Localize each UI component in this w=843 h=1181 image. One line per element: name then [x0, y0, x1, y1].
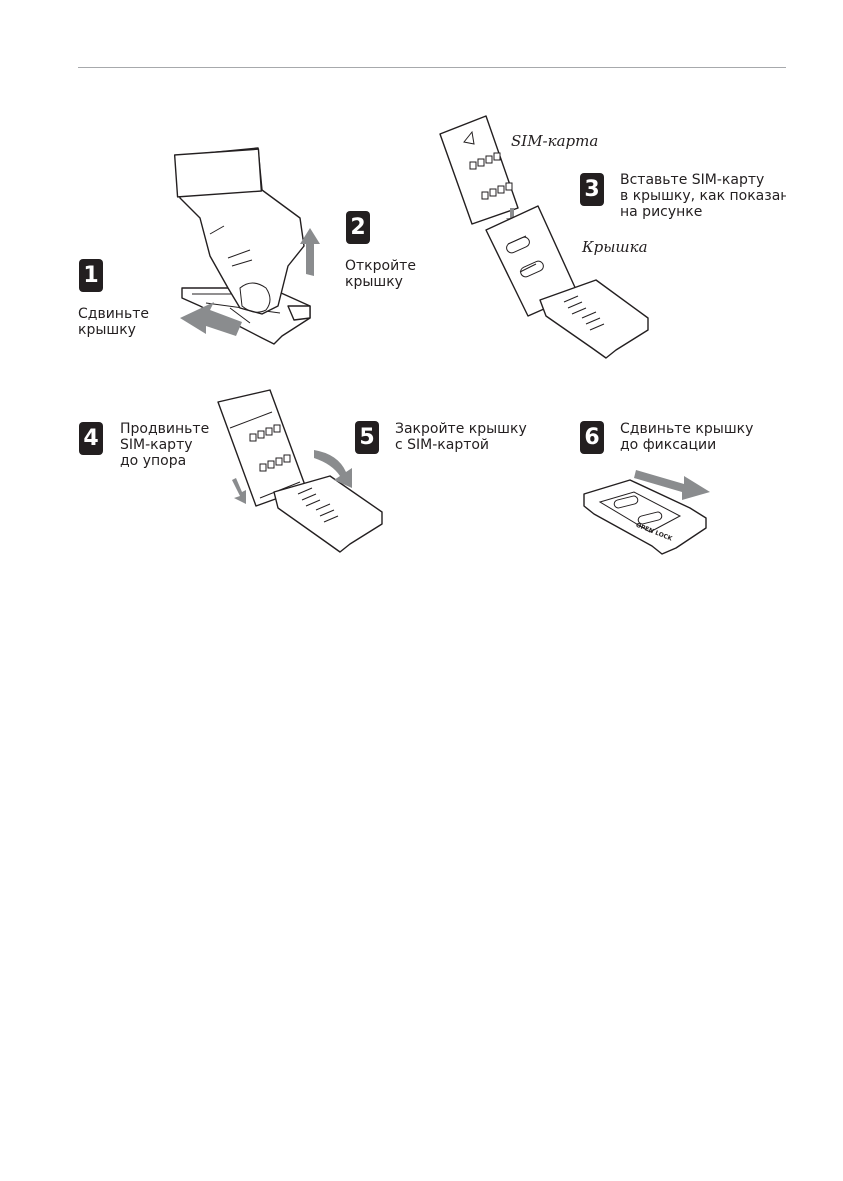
step-6-text: Сдвиньте крышку до фиксации [620, 421, 754, 453]
contact-slots-step4 [297, 487, 339, 523]
step-2-text: Откройте крышку [345, 258, 416, 290]
step-3-text: Вставьте SIM-карту в крышку, как показан… [620, 172, 786, 220]
sim-card-callout: SIM-карта [511, 132, 599, 150]
step-6-illustration: OPEN LOCK [583, 470, 710, 555]
step-3-badge: 3 [580, 173, 604, 206]
step-5-text: Закройте крышку с SIM-картой [395, 421, 527, 453]
step-6-badge: 6 [580, 421, 604, 454]
step-1-illustration [173, 147, 320, 345]
step-5-badge: 5 [355, 421, 379, 454]
slide-arrow [180, 302, 242, 336]
step-3-illustration [439, 115, 649, 359]
step-1-text: Сдвиньте крышку [78, 306, 149, 338]
step-2-badge: 2 [346, 211, 370, 244]
step-4-5-illustration [217, 389, 383, 553]
contact-slots [563, 295, 605, 331]
lift-arrow [300, 228, 320, 276]
step-4-badge: 4 [79, 422, 103, 455]
step-4-text: Продвиньте SIM-карту до упора [120, 421, 210, 469]
step-1-badge: 1 [79, 259, 103, 292]
sim-contacts [469, 152, 513, 200]
header-rule [78, 67, 786, 68]
lid-callout: Крышка [582, 238, 648, 256]
sim-contacts-step4 [249, 424, 291, 472]
